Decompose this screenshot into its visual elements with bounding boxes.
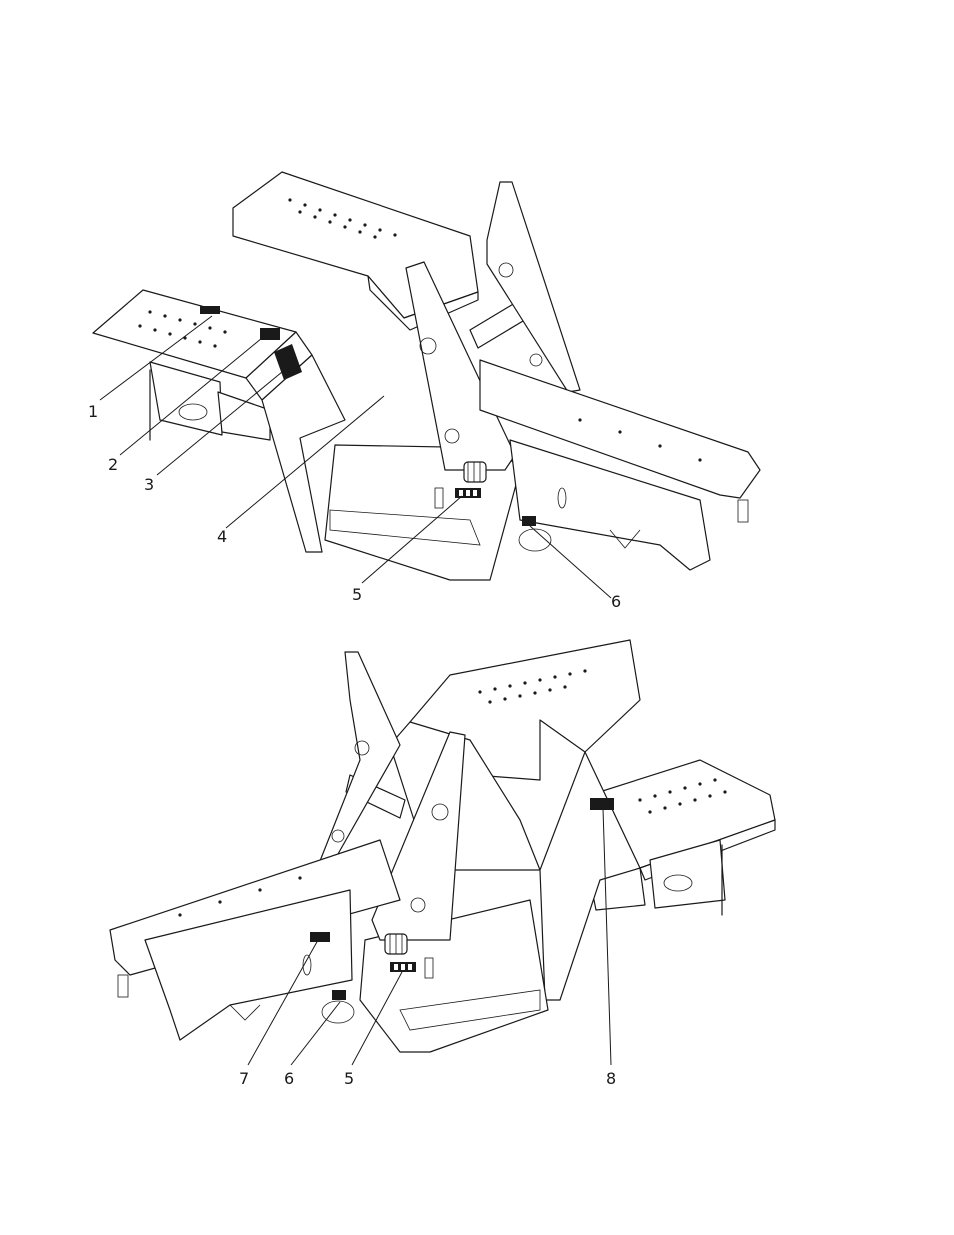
top-view-frame xyxy=(93,172,760,580)
bottom-callouts: 7 6 5 8 xyxy=(239,1069,616,1088)
callout-5: 5 xyxy=(352,585,362,604)
callout-5b: 5 xyxy=(344,1069,354,1088)
callout-6b: 6 xyxy=(284,1069,294,1088)
callout-6: 6 xyxy=(611,592,621,611)
bottom-view-frame xyxy=(110,640,775,1052)
callout-4: 4 xyxy=(217,527,227,546)
callout-3: 3 xyxy=(144,475,154,494)
callout-2: 2 xyxy=(108,455,118,474)
callout-8: 8 xyxy=(606,1069,616,1088)
callout-7: 7 xyxy=(239,1069,249,1088)
callout-1: 1 xyxy=(88,402,98,421)
